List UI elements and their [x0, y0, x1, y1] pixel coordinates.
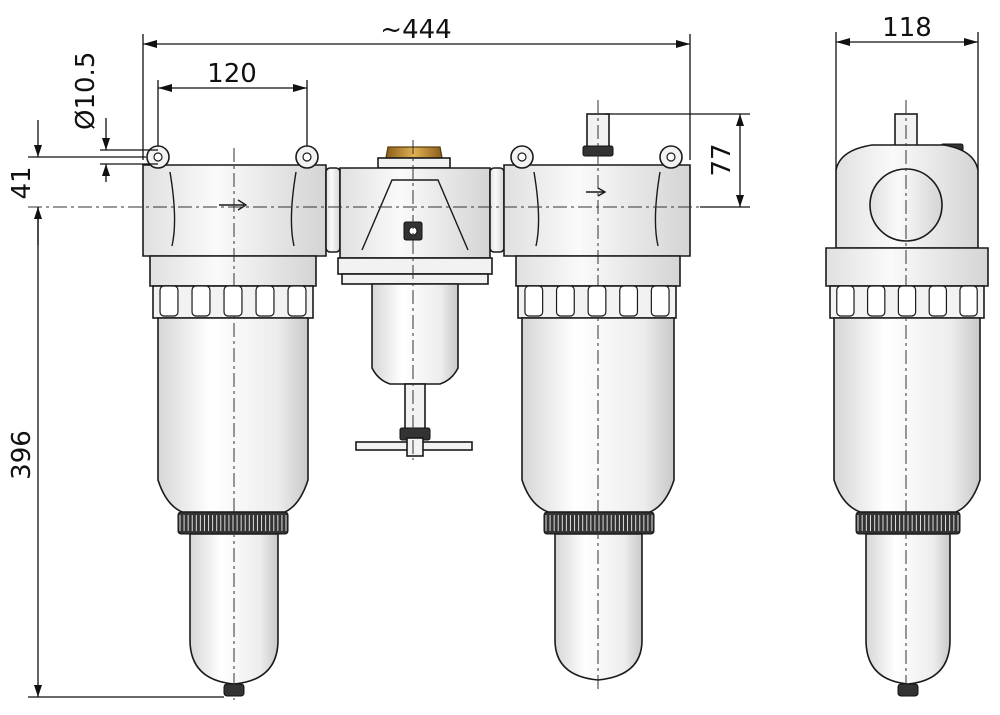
left-filter-unit	[142, 145, 341, 697]
collar-rib	[928, 285, 948, 317]
collar-rib	[897, 285, 917, 317]
right-filter-unit	[503, 113, 691, 681]
collar-rib	[287, 285, 307, 317]
collar-rib	[587, 285, 607, 317]
hole-diameter-label: Ø10.5	[71, 52, 101, 130]
overall-width-label: ~444	[380, 15, 451, 45]
depth-label: 118	[882, 13, 932, 43]
dimension-lines	[28, 32, 979, 698]
collar-rib	[555, 285, 575, 317]
collar-rib	[866, 285, 886, 317]
port-spacing-label: 120	[207, 59, 257, 89]
collar-rib	[619, 285, 639, 317]
collar-rib	[650, 285, 670, 317]
mount-height-label: 41	[7, 166, 37, 199]
side-view-unit	[825, 113, 989, 697]
collar-rib	[223, 285, 243, 317]
collar-rib	[524, 285, 544, 317]
collar-rib	[255, 285, 275, 317]
collar-rib	[959, 285, 978, 317]
collar-rib	[159, 285, 179, 317]
collar-rib	[191, 285, 211, 317]
center-lines	[28, 100, 907, 700]
total-height-label: 396	[7, 430, 37, 480]
top-height-label: 77	[707, 143, 737, 176]
center-regulator-unit	[337, 146, 505, 457]
collar-rib	[836, 285, 855, 317]
